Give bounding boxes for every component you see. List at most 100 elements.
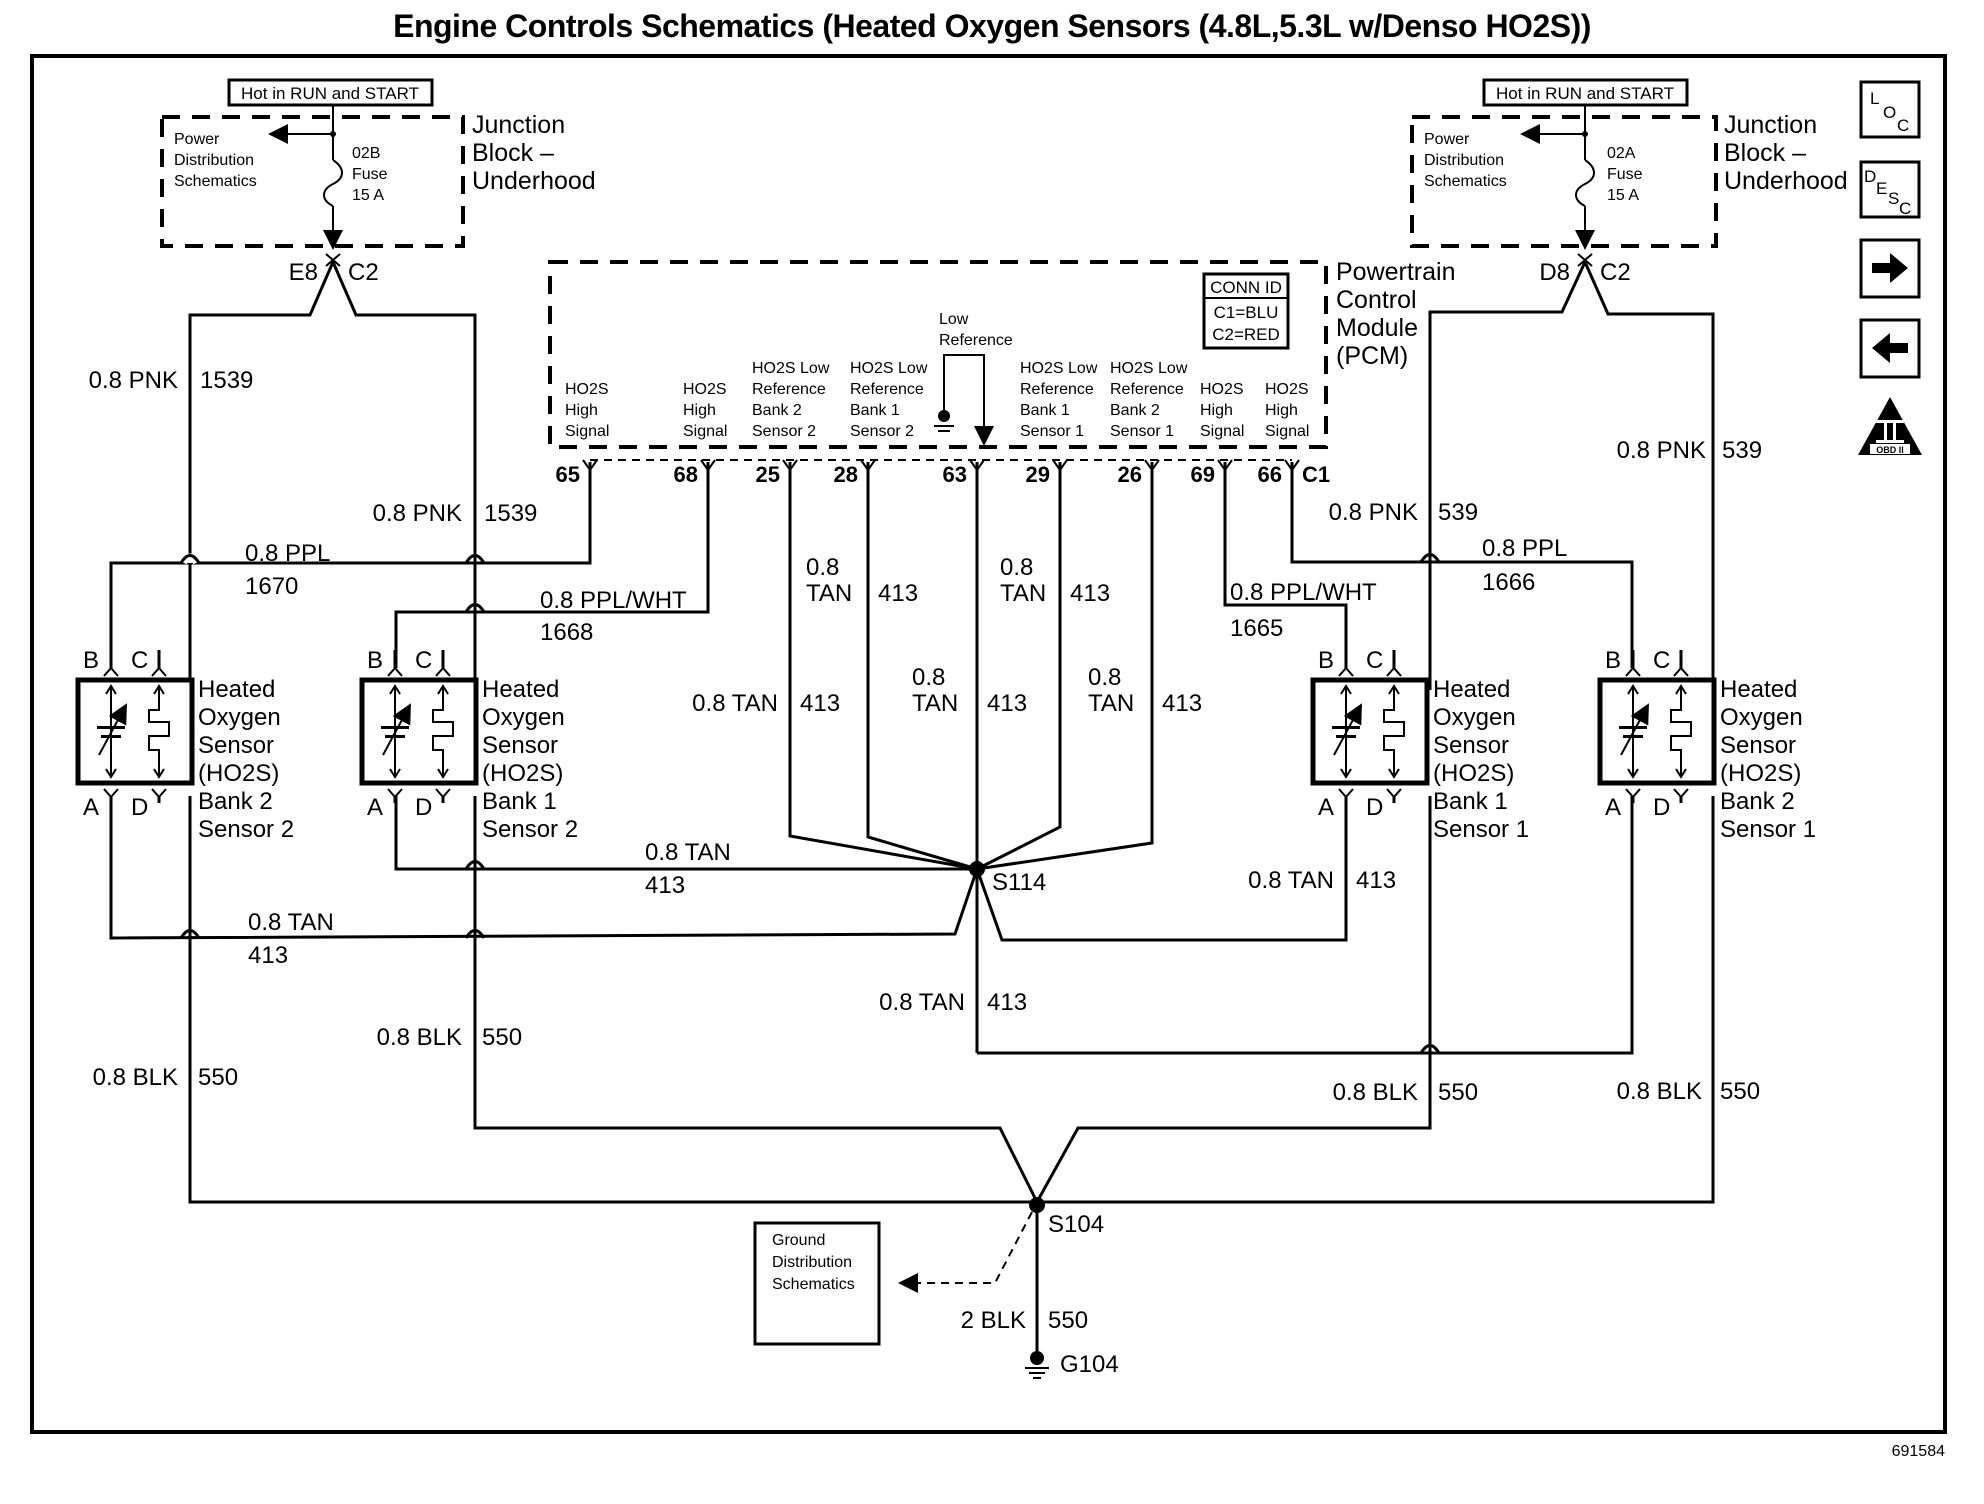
sensor-pin-label: C bbox=[1366, 647, 1383, 674]
next-arrow-icon[interactable] bbox=[1859, 238, 1921, 299]
wire-tan-413-b1s2 bbox=[394, 796, 977, 871]
pin-function-label: High bbox=[1265, 402, 1298, 419]
wire-label: 0.8 TAN bbox=[879, 989, 965, 1016]
junction-block-right: Hot in RUN and START Power Distribution … bbox=[1410, 78, 1848, 690]
pcm-name: Control bbox=[1336, 286, 1417, 314]
sensor-pin-label: C bbox=[415, 647, 432, 674]
wire-blk-550-b1s2 bbox=[473, 796, 1039, 1203]
circuit-label: 1666 bbox=[1482, 569, 1535, 596]
hot-label: Hot in RUN and START bbox=[1496, 84, 1674, 103]
feed-label: Schematics bbox=[174, 173, 257, 190]
prev-arrow-icon[interactable] bbox=[1859, 318, 1921, 379]
svg-text:S: S bbox=[1888, 189, 1899, 208]
sensor-pin-label: D bbox=[415, 794, 432, 821]
heater-element-icon bbox=[432, 686, 454, 777]
pin-function-label: Sensor 2 bbox=[752, 423, 816, 440]
desc-icon[interactable]: D E S C bbox=[1859, 160, 1921, 219]
ground-g104-icon bbox=[1030, 1351, 1044, 1365]
circuit-label: 539 bbox=[1438, 499, 1478, 526]
wire-ppl-1666 bbox=[1290, 470, 1634, 668]
wire-label: 0.8 PNK bbox=[1617, 437, 1706, 464]
sensor-name: Sensor bbox=[482, 732, 558, 759]
sensor-pin-label: A bbox=[367, 794, 383, 821]
svg-text:OBD II: OBD II bbox=[1876, 445, 1904, 455]
sensor-pin-label: B bbox=[1605, 647, 1621, 674]
heater-element-icon bbox=[148, 686, 170, 777]
sensor-name: Bank 2 bbox=[198, 788, 273, 815]
sensor-pin-label: C bbox=[1653, 647, 1670, 674]
connector-pin-label: D8 bbox=[1539, 259, 1570, 286]
wire-pnk-1539 bbox=[188, 258, 477, 690]
variable-voltage-icon bbox=[98, 703, 127, 756]
pin-function-label: HO2S Low bbox=[1020, 360, 1098, 377]
heater-element-icon bbox=[1383, 686, 1405, 777]
circuit-label: 413 bbox=[878, 580, 918, 607]
pin-number: 69 bbox=[1191, 462, 1215, 487]
sensor-name: (HO2S) bbox=[482, 760, 563, 787]
hot-label: Hot in RUN and START bbox=[241, 84, 419, 103]
svg-text:D: D bbox=[1864, 167, 1876, 186]
sensor-body bbox=[75, 677, 195, 786]
wire-label: 0.8 bbox=[1088, 664, 1121, 691]
wire-label: TAN bbox=[806, 580, 852, 607]
pin-function-label: HO2S Low bbox=[1110, 360, 1188, 377]
sensor-name: Oxygen bbox=[1720, 704, 1803, 731]
wire-label: 0.8 TAN bbox=[692, 690, 778, 717]
wire-ppl-wht-1665 bbox=[1223, 470, 1348, 668]
ground-distribution-box[interactable] bbox=[753, 1221, 881, 1346]
wire-pnk-539 bbox=[1428, 258, 1715, 690]
wire-blk-550-b2s1 bbox=[1037, 796, 1715, 1204]
sensor-pin-label: D bbox=[1653, 794, 1670, 821]
fuse-label: 15 A bbox=[1607, 187, 1639, 204]
wire-label: 0.8 BLK bbox=[1333, 1079, 1418, 1106]
wire-label: 0.8 TAN bbox=[1248, 867, 1334, 894]
junction-block-name: Junction bbox=[472, 111, 565, 139]
feed-label: Power bbox=[174, 131, 220, 148]
pin-number: 66 bbox=[1258, 462, 1282, 487]
sensor-name: Oxygen bbox=[1433, 704, 1516, 731]
junction-block-name: Block – bbox=[472, 139, 554, 167]
obd-ii-icon: OBD II bbox=[1858, 397, 1922, 455]
pin-function-label: Reference bbox=[1110, 381, 1184, 398]
svg-text:C: C bbox=[1897, 116, 1909, 135]
pin-number: 63 bbox=[943, 462, 967, 487]
conn-id-c2: C2=RED bbox=[1212, 325, 1280, 344]
wire-label: TAN bbox=[1088, 690, 1134, 717]
loc-icon[interactable]: L O C bbox=[1859, 80, 1921, 139]
circuit-label: 550 bbox=[198, 1064, 238, 1091]
sensor-name: Sensor 2 bbox=[198, 816, 294, 843]
pin-number: 29 bbox=[1026, 462, 1050, 487]
pin-function-label: HO2S bbox=[565, 381, 609, 398]
pcm-pin-65: 65 bbox=[556, 459, 598, 487]
splice-label: S114 bbox=[992, 869, 1046, 896]
hot-in-run-start-box bbox=[227, 78, 434, 107]
wire-label: 0.8 PPL bbox=[1482, 535, 1567, 562]
pin-function-label: High bbox=[683, 402, 716, 419]
variable-voltage-icon bbox=[1333, 703, 1362, 756]
wire-tan-413 bbox=[788, 470, 978, 871]
wire-tan-413-b1s1 bbox=[975, 796, 1348, 942]
circuit-label: 413 bbox=[800, 690, 840, 717]
sensor-name: (HO2S) bbox=[198, 760, 279, 787]
pin-function-label: High bbox=[565, 402, 598, 419]
conn-id-title: CONN ID bbox=[1210, 278, 1282, 297]
fuse-label: 02A bbox=[1607, 145, 1636, 162]
sensor-name: (HO2S) bbox=[1433, 760, 1514, 787]
sensor-pin-label: D bbox=[1366, 794, 1383, 821]
heater-element-icon bbox=[1670, 686, 1692, 777]
wire-ppl-1670 bbox=[109, 470, 592, 668]
pin-number: 26 bbox=[1118, 462, 1142, 487]
circuit-label: 550 bbox=[1720, 1078, 1760, 1105]
wire-label: 0.8 BLK bbox=[93, 1064, 178, 1091]
sensor-name: (HO2S) bbox=[1720, 760, 1801, 787]
wire-label: 0.8 PNK bbox=[373, 500, 462, 527]
pin-number: 28 bbox=[834, 462, 858, 487]
sensor-name: Sensor 1 bbox=[1433, 816, 1529, 843]
fuse-label: Fuse bbox=[1607, 166, 1643, 183]
sensor-name: Heated bbox=[482, 676, 559, 703]
svg-text:O: O bbox=[1883, 103, 1896, 122]
pin-function-label: Sensor 2 bbox=[850, 423, 914, 440]
